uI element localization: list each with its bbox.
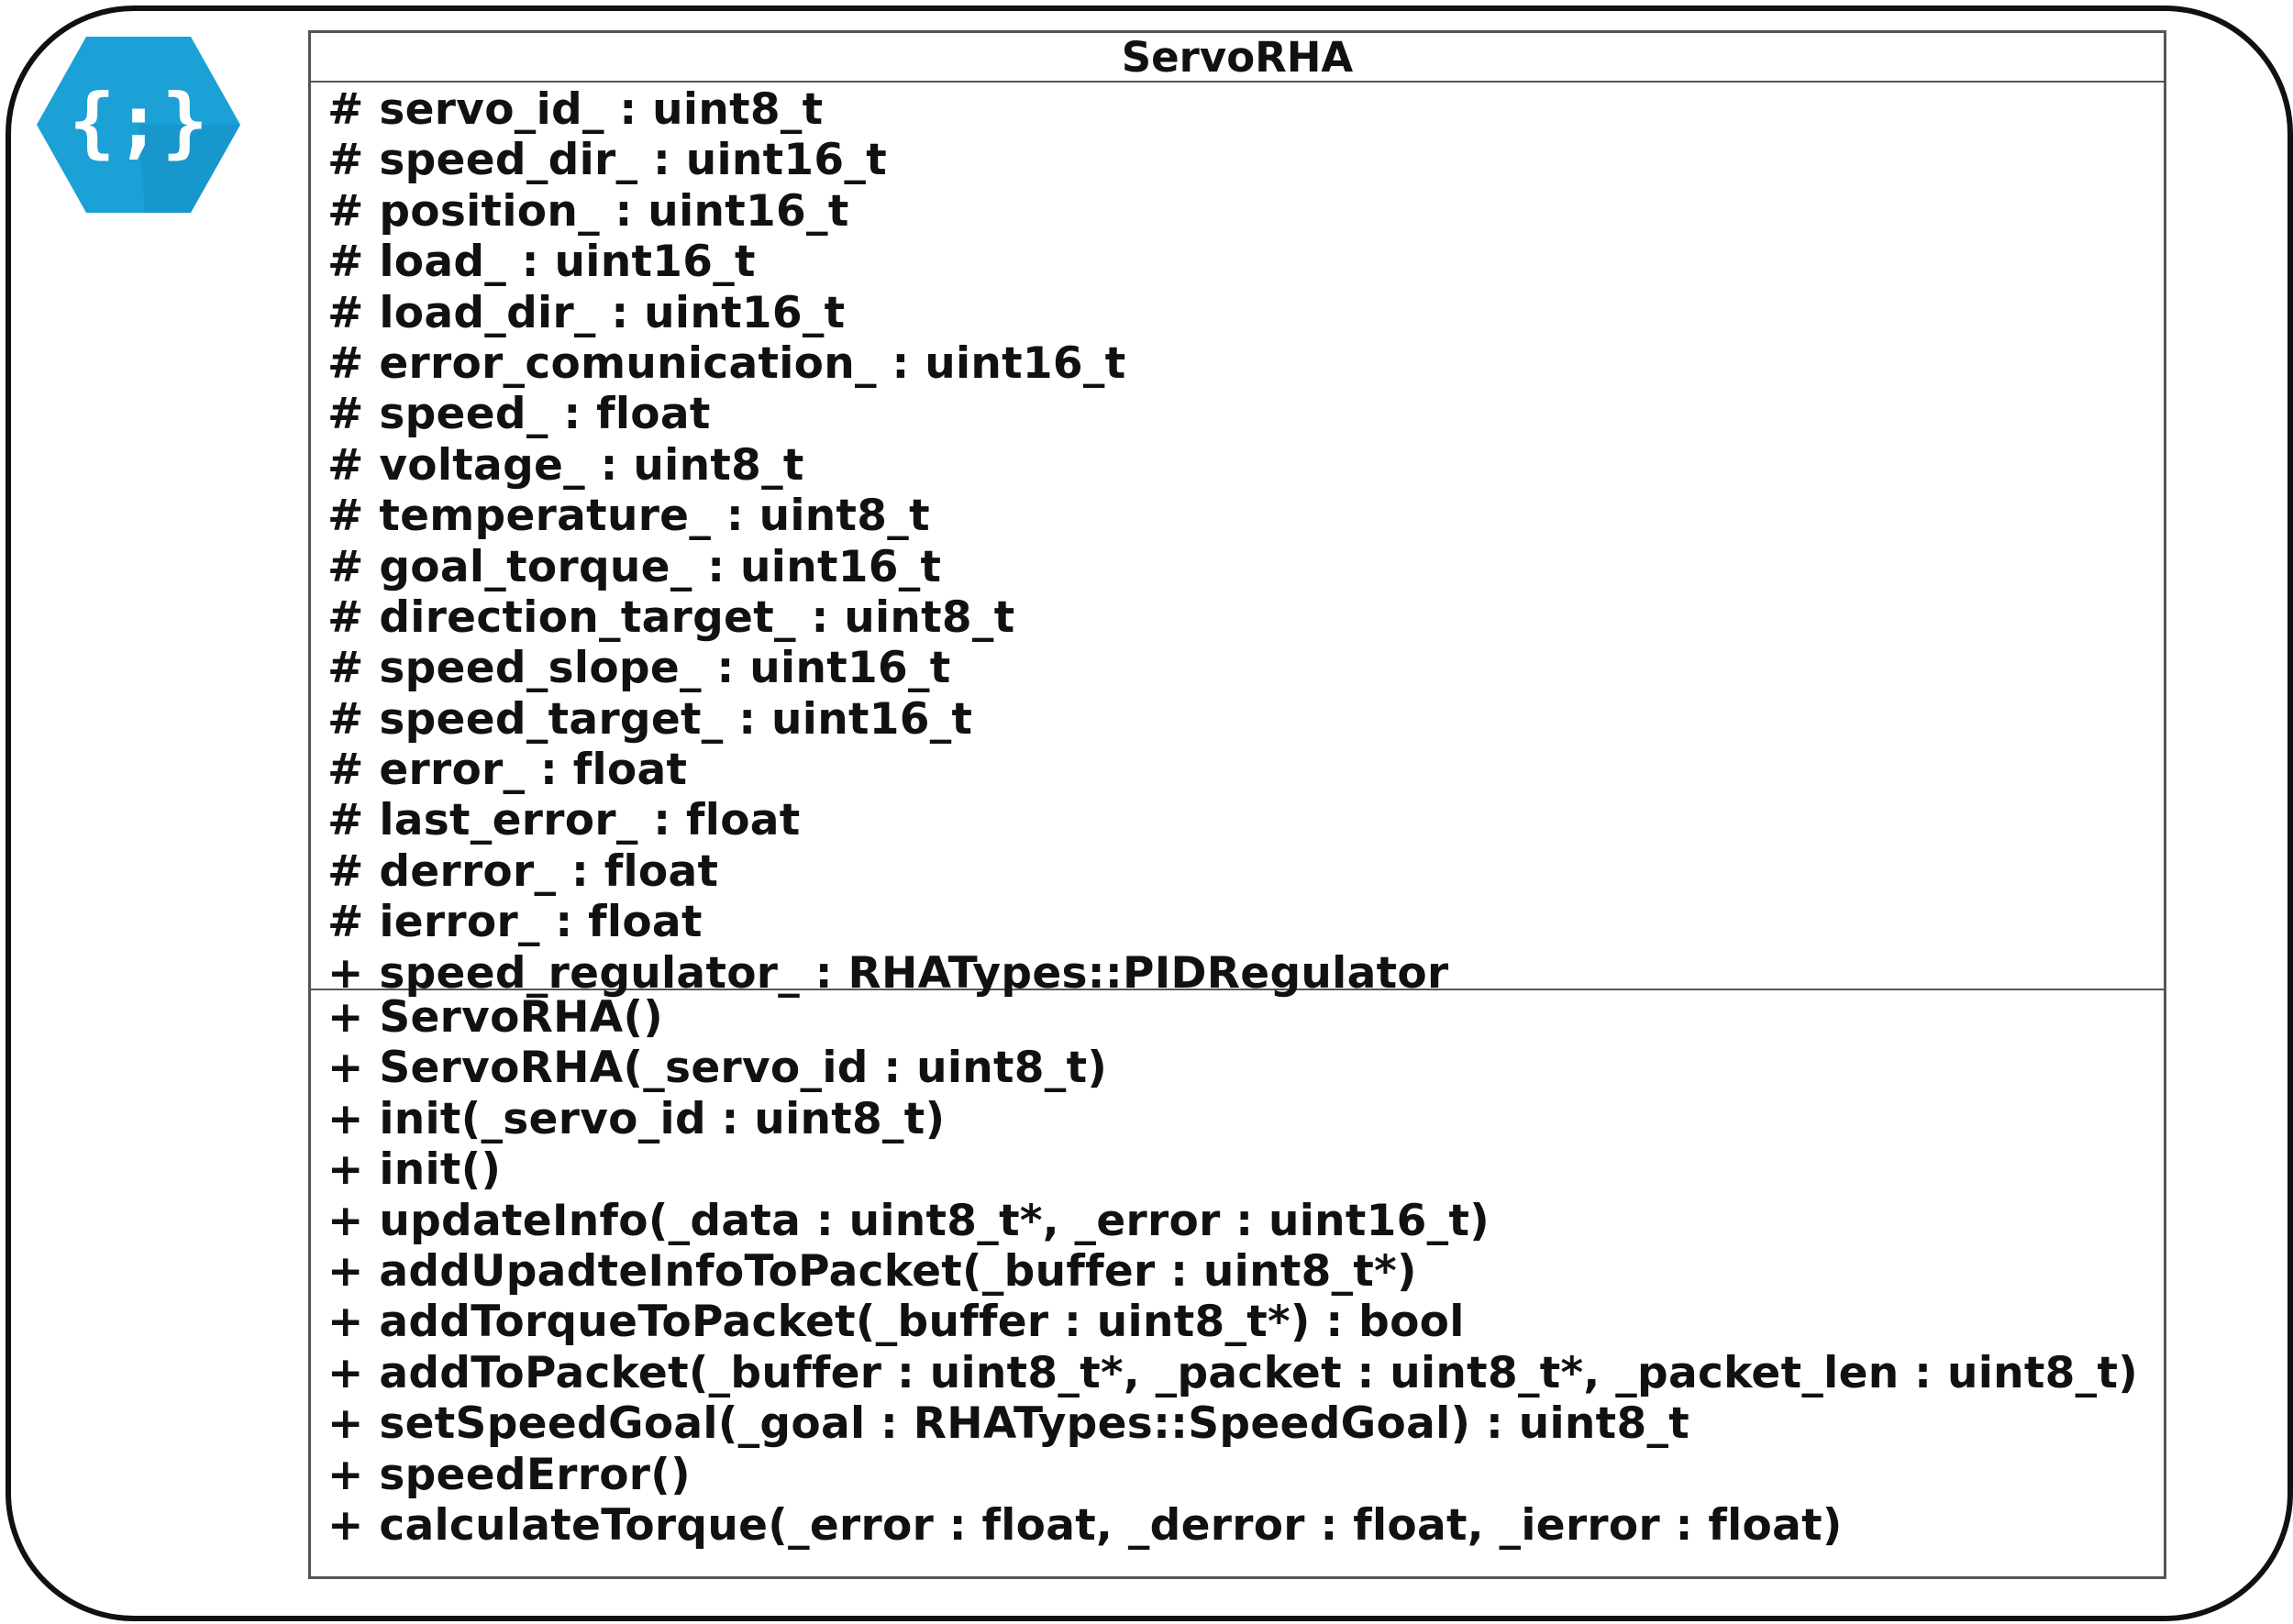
attribute-row: # last_error_ : float: [327, 795, 801, 846]
operation-row: + init(): [327, 1144, 502, 1196]
attribute-row: # error_ : float: [327, 745, 688, 796]
attribute-row: # speed_ : float: [327, 389, 711, 440]
logo-glyph: {;}: [69, 77, 208, 167]
operation-row: + addToPacket(_buffer : uint8_t*, _packe…: [327, 1347, 2138, 1398]
attribute-row: # position_ : uint16_t: [327, 185, 849, 237]
hexagon-badge: {;}: [37, 37, 240, 213]
operation-row: + speedError(): [327, 1449, 691, 1500]
attribute-row: # voltage_ : uint8_t: [327, 439, 804, 491]
operation-row: + addUpadteInfoToPacket(_buffer : uint8_…: [327, 1245, 1417, 1297]
attribute-row: # load_ : uint16_t: [327, 237, 756, 288]
operations-compartment: + ServoRHA()+ ServoRHA(_servo_id : uint8…: [311, 990, 2164, 1551]
attribute-row: # speed_slope_ : uint16_t: [327, 643, 951, 694]
logo-icon: {;}: [35, 35, 242, 215]
operation-row: + addTorqueToPacket(_buffer : uint8_t*) …: [327, 1297, 1465, 1348]
operation-row: + calculateTorque(_error : float, _derro…: [327, 1499, 1843, 1551]
operation-row: + updateInfo(_data : uint8_t*, _error : …: [327, 1195, 1490, 1246]
attribute-row: # goal_torque_ : uint16_t: [327, 541, 942, 592]
attribute-row: # derror_ : float: [327, 845, 719, 897]
uml-class-box: ServoRHA # servo_id_ : uint8_t# speed_di…: [308, 30, 2166, 1579]
hexagon-shadow: [138, 125, 240, 213]
operation-row: + init(_servo_id : uint8_t): [327, 1093, 946, 1144]
class-name: ServoRHA: [311, 33, 2164, 83]
operation-row: + ServoRHA(): [327, 992, 664, 1043]
attributes-compartment: # servo_id_ : uint8_t# speed_dir_ : uint…: [311, 83, 2164, 999]
operation-row: + setSpeedGoal(_goal : RHATypes::SpeedGo…: [327, 1398, 1690, 1450]
attribute-row: # servo_id_ : uint8_t: [327, 84, 824, 135]
attribute-row: # speed_target_ : uint16_t: [327, 693, 973, 745]
attribute-row: # speed_dir_ : uint16_t: [327, 135, 887, 186]
operation-row: + ServoRHA(_servo_id : uint8_t): [327, 1043, 1108, 1094]
attribute-row: # load_dir_ : uint16_t: [327, 287, 846, 338]
attribute-row: + speed_regulator_ : RHATypes::PIDRegula…: [327, 947, 1449, 999]
attribute-row: # ierror_ : float: [327, 897, 703, 948]
attribute-row: # temperature_ : uint8_t: [327, 491, 930, 542]
attribute-row: # error_comunication_ : uint16_t: [327, 337, 1126, 389]
attribute-row: # direction_target_ : uint8_t: [327, 591, 1015, 643]
